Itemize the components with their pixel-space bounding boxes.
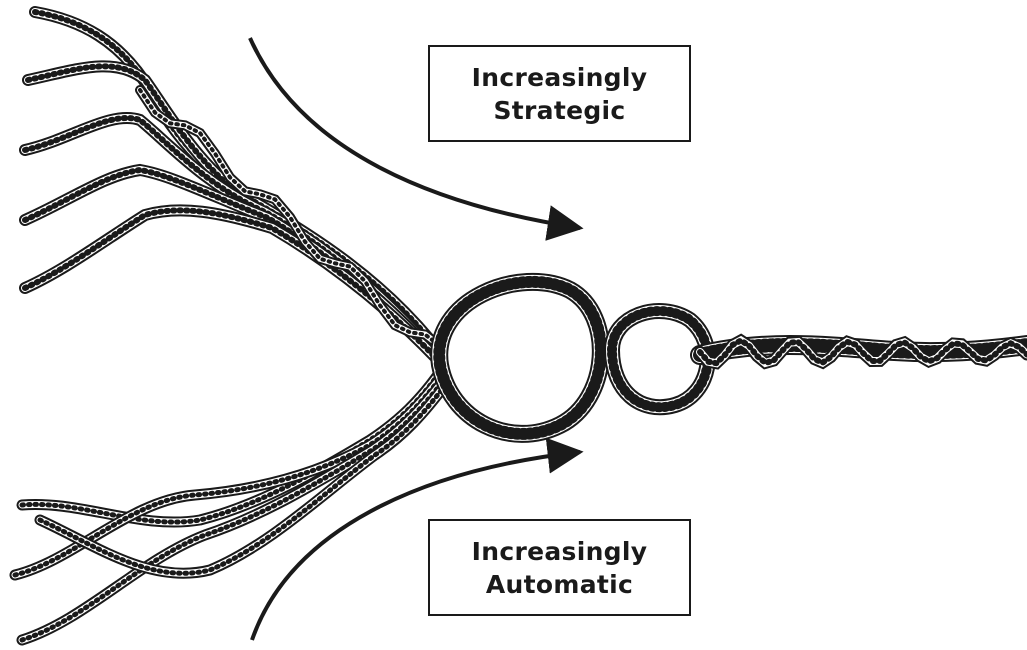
loop-large-texture (433, 275, 607, 440)
merged-braid-texture (697, 337, 1027, 367)
upper-strand-3-fill (21, 114, 436, 354)
strategic-label-line-2: Strategic (493, 95, 626, 125)
lower-strand-4-outline (34, 378, 452, 579)
curved-arrow-top-icon (248, 37, 584, 241)
upper-strand-4-outline (19, 163, 440, 360)
rope-loops-icon (430, 272, 716, 443)
lower-strand-4-texture (37, 381, 449, 576)
lower-rope-strands-icon (9, 366, 452, 646)
upper-strand-3-texture (22, 115, 435, 353)
strategic-label-line-1: Increasingly (471, 62, 648, 92)
automatic-label-box: Increasingly Automatic (428, 519, 691, 616)
strategic-label-box: Increasingly Strategic (428, 45, 691, 142)
automatic-label-line-2: Automatic (485, 569, 634, 599)
merged-rope-icon (690, 333, 1027, 370)
upper-helix-texture (138, 88, 442, 348)
curved-arrow-bottom-icon (250, 437, 584, 641)
automatic-label-line-1: Increasingly (471, 536, 648, 566)
upper-strand-3-outline (19, 112, 438, 356)
upper-rope-strands-icon (19, 6, 445, 364)
